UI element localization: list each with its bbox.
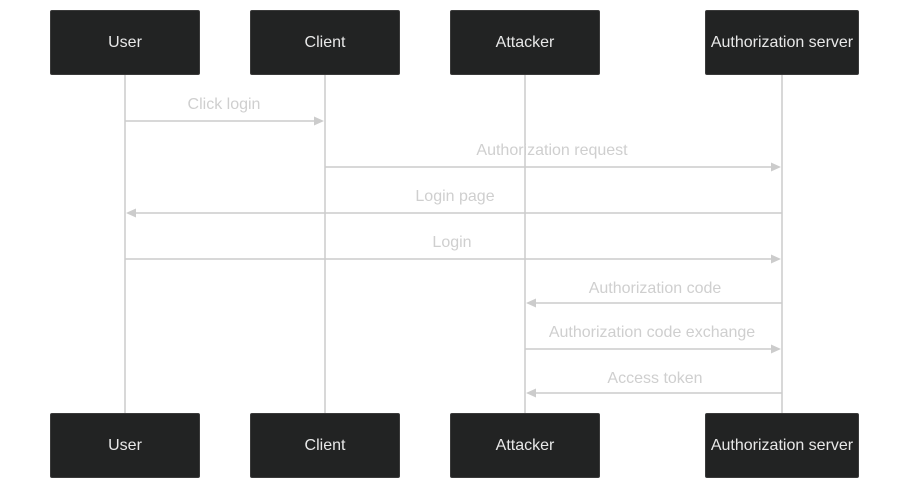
actor-attacker-top: Attacker	[450, 10, 600, 75]
arrowhead-icon	[771, 162, 781, 172]
message-arrow	[325, 162, 781, 172]
message-arrow	[525, 344, 781, 354]
message-arrow	[125, 254, 781, 264]
arrowhead-icon	[314, 116, 324, 126]
actor-authorization-server-bottom: Authorization server	[705, 413, 859, 478]
message-label-authorization-code-exchange: Authorization code exchange	[548, 324, 756, 341]
actor-user-top: User	[50, 10, 200, 75]
actor-client-top: Client	[250, 10, 400, 75]
message-label-authorization-code: Authorization code	[588, 280, 722, 297]
arrowhead-icon	[526, 388, 536, 398]
message-label-click-login: Click login	[187, 96, 261, 113]
actor-attacker-bottom: Attacker	[450, 413, 600, 478]
arrowhead-icon	[526, 298, 536, 308]
message-label-access-token: Access token	[607, 370, 703, 387]
message-arrow	[526, 298, 782, 308]
message-arrow	[526, 388, 782, 398]
actor-authorization-server-top: Authorization server	[705, 10, 859, 75]
actor-client-bottom: Client	[250, 413, 400, 478]
message-arrow	[126, 208, 782, 218]
message-label-authorization-request: Authorization request	[476, 142, 628, 159]
arrowhead-icon	[126, 208, 136, 218]
arrowhead-icon	[771, 254, 781, 264]
message-arrow	[125, 116, 324, 126]
message-label-login: Login	[432, 234, 472, 251]
arrowhead-icon	[771, 344, 781, 354]
message-label-login-page: Login page	[415, 188, 495, 205]
actor-user-bottom: User	[50, 413, 200, 478]
